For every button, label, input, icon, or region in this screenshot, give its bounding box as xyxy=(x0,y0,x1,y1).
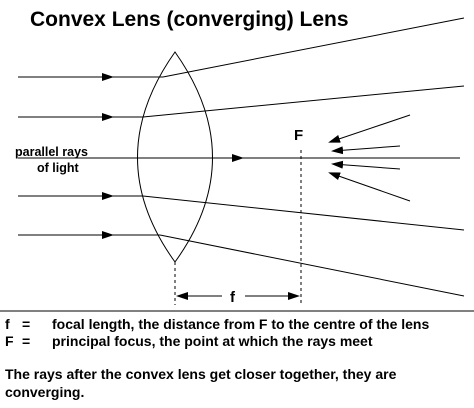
arrow-left-icon xyxy=(331,145,401,155)
incoming-rays xyxy=(18,73,244,239)
arrow-left-icon xyxy=(176,292,188,300)
refracted-ray-2 xyxy=(142,85,465,118)
legend-symbol: f xyxy=(5,316,10,332)
legend-equals: = xyxy=(22,316,30,332)
parallel-rays-label: parallel rays xyxy=(15,145,88,159)
legend-text: focal length, the distance from F to the… xyxy=(52,316,429,332)
refracted-ray-3 xyxy=(142,195,465,231)
arrow-right-icon xyxy=(288,292,300,300)
parallel-rays-label: of light xyxy=(37,161,79,175)
focal-length-label: f xyxy=(230,289,236,306)
explanation-text: The rays after the convex lens get close… xyxy=(5,366,397,382)
refracted-ray-1 xyxy=(162,17,465,78)
diagram-title: Convex Lens (converging) Lens xyxy=(30,8,349,31)
refracted-ray-4 xyxy=(159,234,465,297)
convex-lens-icon xyxy=(137,51,213,263)
explanation-text: converging. xyxy=(5,384,84,400)
legend-text: principal focus, the point at which the … xyxy=(52,333,373,349)
focus-label: F xyxy=(294,127,303,144)
arrow-left-icon xyxy=(331,160,401,170)
refracted-rays xyxy=(142,17,465,297)
arrow-left-icon xyxy=(328,114,411,143)
arrow-left-icon xyxy=(328,172,411,202)
legend-equals: = xyxy=(22,333,30,349)
legend-symbol: F xyxy=(5,333,14,349)
